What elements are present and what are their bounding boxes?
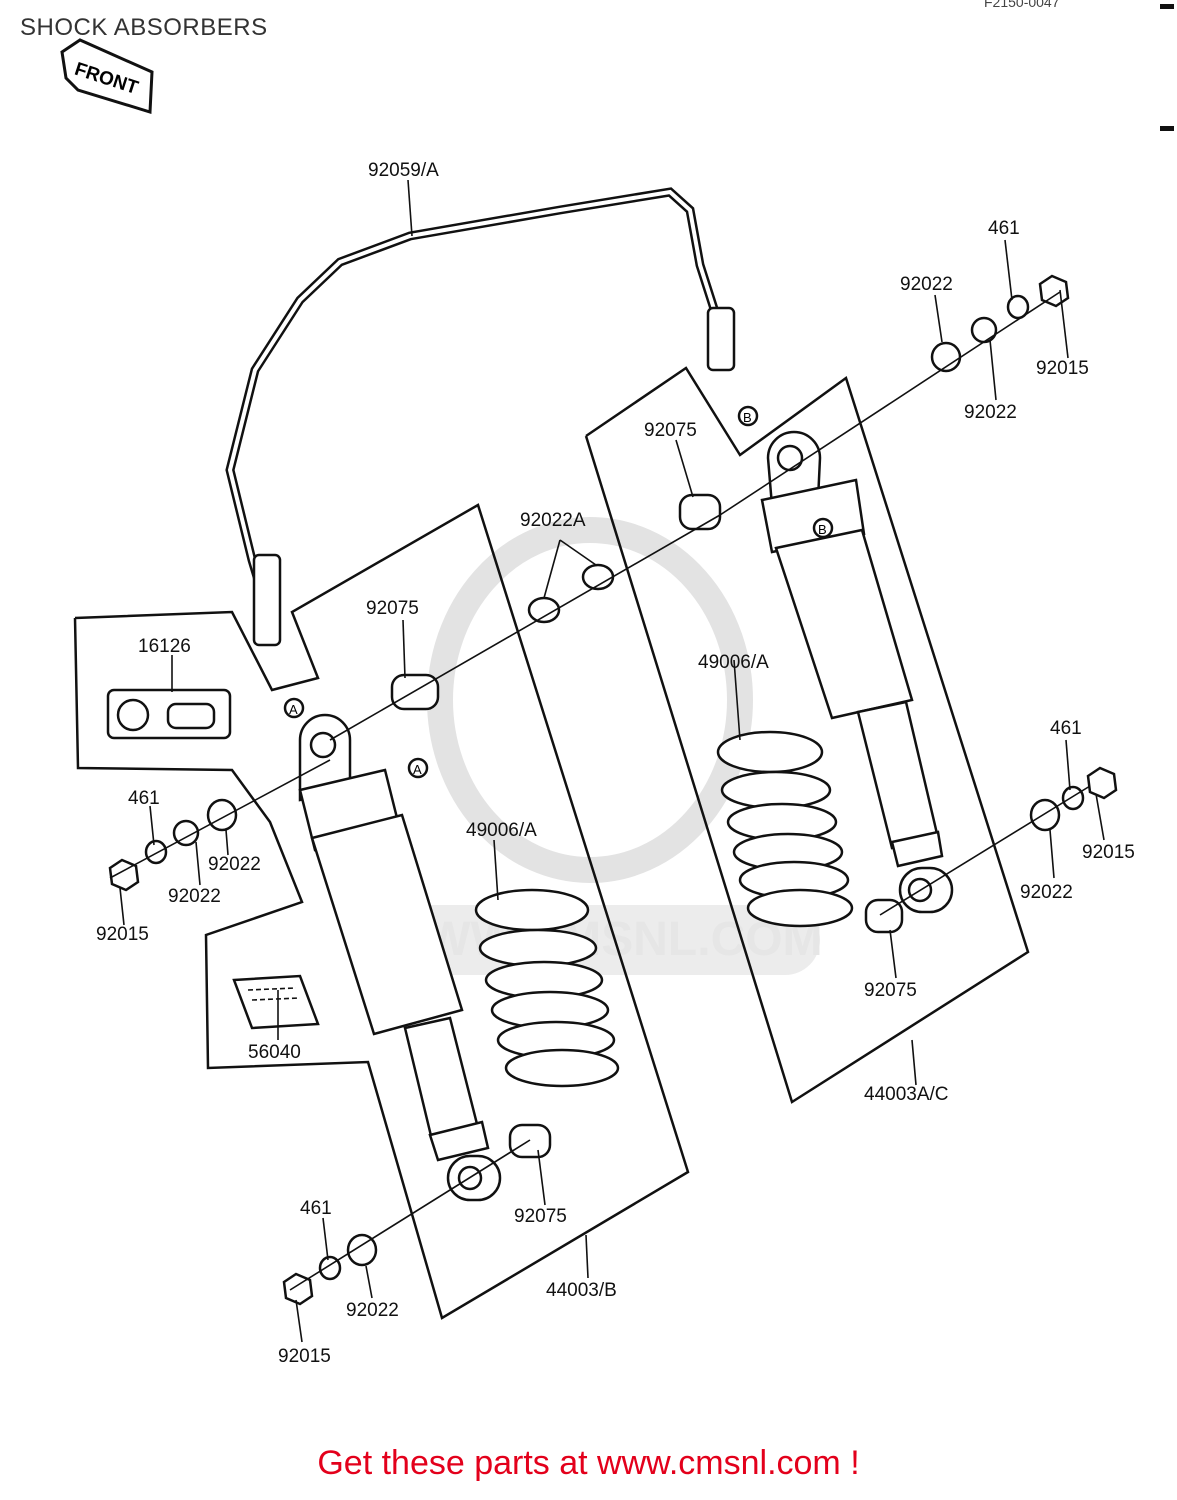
label-left-bush-top: 92075 xyxy=(366,598,419,619)
cap-valve xyxy=(166,702,216,730)
axis-line xyxy=(329,514,721,741)
footer-link-text[interactable]: Get these parts at www.cmsnl.com ! xyxy=(317,1444,860,1482)
left-shock-rod xyxy=(403,1016,480,1142)
marker-a-label: A xyxy=(413,762,422,777)
watermark-figure xyxy=(427,517,753,883)
label-lower-right-461: 461 xyxy=(1050,718,1082,739)
marker-b-label: B xyxy=(818,522,827,537)
label-bottom-nut: 92015 xyxy=(278,1346,331,1367)
marker-b-icon xyxy=(737,405,759,427)
marker-a-icon xyxy=(407,757,429,779)
reservoir-hose xyxy=(225,187,720,622)
reference-code: F2150-0047 xyxy=(984,0,1060,10)
hose-fitting-left xyxy=(252,553,282,647)
label-left-461: 461 xyxy=(128,788,160,809)
marker-b-icon xyxy=(812,517,834,539)
axis-line xyxy=(719,291,1061,516)
label-left-spring: 49006/A xyxy=(466,820,537,841)
label-bottom-washer: 92022 xyxy=(346,1300,399,1321)
marker-a-label: A xyxy=(289,702,298,717)
label-hose: 92059/A xyxy=(368,160,439,181)
label-right-bush-bottom: 92075 xyxy=(864,980,917,1001)
right-shock-rod xyxy=(856,700,940,850)
lower-right-nut xyxy=(1086,766,1118,800)
label-top-washer-b: 92022 xyxy=(964,402,1017,423)
left-spring xyxy=(474,888,620,1088)
right-shock-panel xyxy=(584,366,1030,1104)
watermark-text: WWW.CMSNL.COM xyxy=(380,913,823,966)
label-left-washer-b: 92022 xyxy=(208,854,261,875)
label-lower-right-washer: 92022 xyxy=(1020,882,1073,903)
axis-line xyxy=(289,1139,531,1291)
hose-fitting-right xyxy=(706,306,736,372)
label-right-spring: 49006/A xyxy=(698,652,769,673)
lower-right-lock-washer xyxy=(1061,785,1085,811)
marker-a-icon xyxy=(283,697,305,719)
bottom-washer xyxy=(346,1233,378,1267)
label-right-bush-top: 92075 xyxy=(644,420,697,441)
left-washer-2 xyxy=(172,819,200,847)
label-mid-washers: 92022A xyxy=(520,510,586,531)
edge-mark xyxy=(1160,4,1174,9)
lower-right-washer xyxy=(1029,798,1061,832)
watermark: WWW.CMSNL.COM xyxy=(360,517,823,975)
right-top-bush xyxy=(678,493,722,531)
top-lock-washer xyxy=(1006,294,1030,320)
marker-b-label: B xyxy=(743,410,752,425)
axis-line xyxy=(879,785,1091,916)
label-right-shock: 44003A/C xyxy=(864,1084,949,1105)
left-shock xyxy=(298,713,502,1202)
left-top-bush xyxy=(390,673,440,711)
label-top-461: 461 xyxy=(988,218,1020,239)
top-washer-2 xyxy=(970,316,998,344)
cap-nut xyxy=(116,698,150,732)
left-shock-body xyxy=(310,813,464,1036)
left-bottom-bush xyxy=(508,1123,552,1159)
label-left-shock: 44003/B xyxy=(546,1280,617,1301)
right-shock xyxy=(760,430,954,914)
label-top-nut: 92015 xyxy=(1036,358,1089,379)
axis-line xyxy=(109,759,331,879)
right-bottom-bush xyxy=(864,898,904,934)
label-bottom-461: 461 xyxy=(300,1198,332,1219)
front-arrow-icon: FRONT xyxy=(60,38,154,114)
label-left-washer-c: 92022 xyxy=(168,886,221,907)
edge-mark xyxy=(1160,126,1174,131)
left-shock-panel xyxy=(73,503,690,1320)
label-lower-right-nut: 92015 xyxy=(1082,842,1135,863)
label-cap: 16126 xyxy=(138,636,191,657)
label-sticker: 56040 xyxy=(248,1042,301,1063)
warning-label-sticker xyxy=(232,974,320,1030)
label-top-washer-a: 92022 xyxy=(900,274,953,295)
right-spring xyxy=(716,730,854,928)
right-shock-body xyxy=(774,528,914,720)
label-left-nut: 92015 xyxy=(96,924,149,945)
label-left-bush-bottom: 92075 xyxy=(514,1206,567,1227)
page-title: SHOCK ABSORBERS xyxy=(20,14,268,41)
left-lock-washer xyxy=(144,839,168,865)
left-washer-1 xyxy=(206,798,238,832)
reservoir-hose-inner xyxy=(227,189,717,621)
